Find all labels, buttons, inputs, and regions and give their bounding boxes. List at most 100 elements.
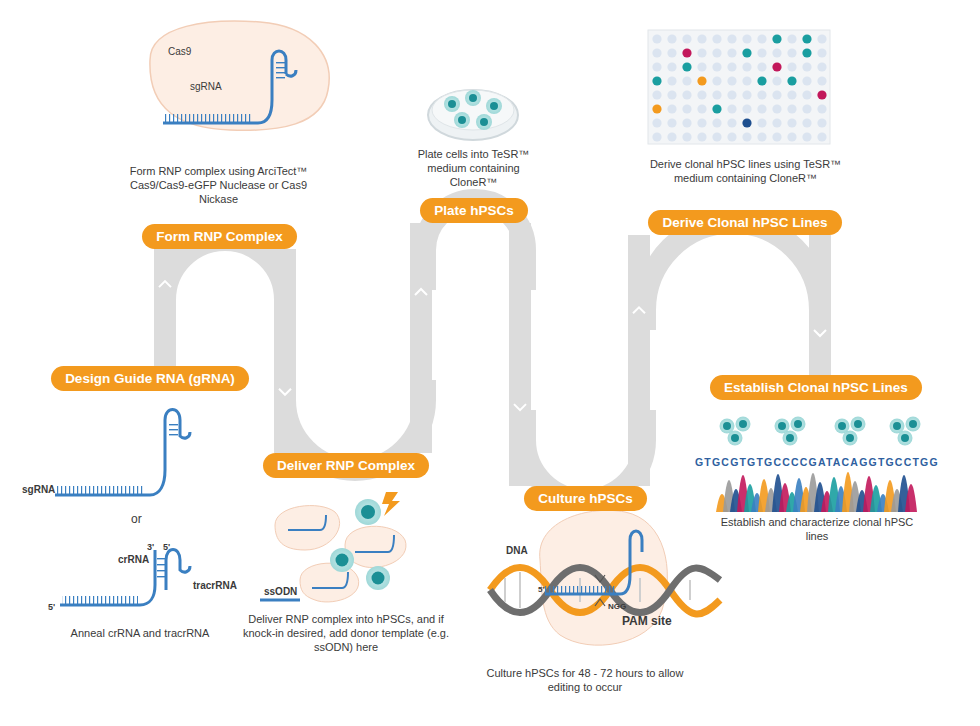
well: [667, 76, 676, 85]
well: [652, 62, 661, 71]
well: [667, 104, 676, 113]
cell: [843, 431, 858, 446]
step-title: Establish Clonal hPSC Lines: [724, 380, 908, 395]
step-pill: Design Guide RNA (gRNA): [51, 366, 249, 391]
well: [712, 90, 721, 99]
direction-chevron: [514, 404, 526, 410]
well: [697, 118, 706, 127]
well: [712, 118, 721, 127]
annotation: GTGCGTGTGCCCCGATACAGGTGCCTGG: [695, 455, 939, 469]
well: [667, 90, 676, 99]
annotation: DNA: [506, 544, 528, 558]
annotation: Deliver RNP complex into hPSCs, and if k…: [241, 612, 451, 654]
well: [742, 90, 751, 99]
well: [802, 118, 811, 127]
well: [682, 34, 691, 43]
well: [742, 34, 751, 43]
well: [802, 132, 811, 141]
well: [652, 90, 661, 99]
well: [697, 34, 706, 43]
well: [817, 34, 826, 43]
nucleus: [901, 434, 909, 442]
well: [667, 48, 676, 57]
step-pill: Establish Clonal hPSC Lines: [710, 375, 922, 400]
annotation: 3': [147, 540, 154, 554]
well: [757, 104, 766, 113]
direction-chevron: [279, 389, 291, 395]
well: [652, 48, 661, 57]
well: [817, 62, 826, 71]
well: [652, 118, 661, 127]
well: [712, 62, 721, 71]
direction-chevron: [814, 330, 826, 336]
well: [682, 62, 691, 71]
well: [667, 62, 676, 71]
annotation: or: [131, 512, 142, 526]
well: [787, 48, 796, 57]
cell: [898, 431, 913, 446]
well: [652, 132, 661, 141]
nucleus: [723, 422, 731, 430]
track-segment: [809, 235, 831, 375]
well: [757, 118, 766, 127]
step-pill: Plate hPSCs: [420, 198, 528, 223]
well: [757, 90, 766, 99]
step-pill: Form RNP Complex: [142, 224, 297, 249]
track-connector: [633, 235, 645, 486]
well: [742, 62, 751, 71]
well: [742, 76, 751, 85]
annotation: Derive clonal hPSC lines using TeSR™ med…: [638, 157, 853, 185]
well: [787, 62, 796, 71]
cell: [783, 431, 798, 446]
cell: [851, 417, 866, 432]
annotation: Form RNP complex using ArciTect™ Cas9/Ca…: [126, 164, 311, 206]
nucleus: [794, 420, 802, 428]
well: [817, 76, 826, 85]
well: [772, 132, 781, 141]
well: [802, 62, 811, 71]
well: [802, 104, 811, 113]
well: [817, 104, 826, 113]
well: [667, 118, 676, 127]
well: [712, 34, 721, 43]
well: [817, 90, 826, 99]
well: [757, 76, 766, 85]
well: [682, 76, 691, 85]
nucleus: [854, 420, 862, 428]
well: [742, 118, 751, 127]
well: [712, 76, 721, 85]
track-connector: [415, 223, 427, 453]
step-pill: Culture hPSCs: [524, 486, 647, 511]
track-segment: [509, 223, 531, 486]
well: [682, 90, 691, 99]
well: [697, 132, 706, 141]
well: [652, 34, 661, 43]
track-segment: [274, 249, 296, 453]
well: [787, 132, 796, 141]
nucleus: [893, 422, 901, 430]
step-title: Plate hPSCs: [434, 203, 514, 218]
track-connector: [159, 249, 171, 366]
annotation: Culture hPSCs for 48 - 72 hours to allow…: [475, 666, 695, 694]
well: [787, 104, 796, 113]
well: [727, 104, 736, 113]
well: [682, 104, 691, 113]
annotation: 5': [48, 600, 55, 614]
track-connector: [279, 249, 291, 453]
well: [727, 118, 736, 127]
well: [697, 62, 706, 71]
cell: [728, 431, 743, 446]
well: [727, 132, 736, 141]
track-segment: [154, 249, 176, 366]
cell: [791, 417, 806, 432]
nucleus: [739, 420, 747, 428]
nucleus: [778, 422, 786, 430]
well: [697, 90, 706, 99]
peak: [905, 484, 917, 512]
track-segment: [628, 235, 650, 486]
well: [772, 34, 781, 43]
well: [652, 76, 661, 85]
annotation: tracrRNA: [193, 579, 237, 593]
well: [682, 132, 691, 141]
annotation: 5': [163, 540, 170, 554]
